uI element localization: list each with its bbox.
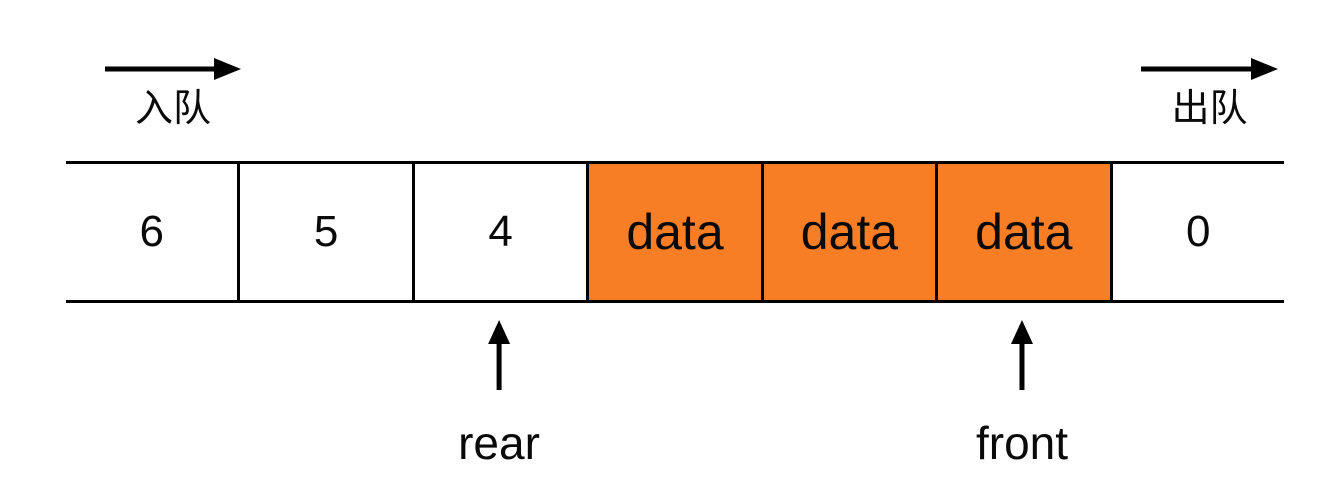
- queue-cell: 0: [1186, 207, 1211, 256]
- enqueue-label: 入队: [134, 88, 211, 130]
- front-label: front: [975, 417, 1069, 469]
- front-pointer: front: [976, 320, 1068, 469]
- queue-cell: 4: [415, 164, 590, 300]
- queue-cell: data: [589, 164, 764, 300]
- up-arrow-icon: [1010, 320, 1033, 390]
- queue-cell: 5: [240, 164, 415, 300]
- right-arrow-icon: [105, 58, 241, 80]
- rear-pointer: rear: [458, 320, 540, 469]
- right-arrow-icon: [1141, 58, 1278, 80]
- queue-cell: data: [763, 164, 939, 300]
- dequeue-label: 出队: [1171, 88, 1248, 130]
- queue-cell: 6: [66, 164, 241, 300]
- rear-label: rear: [458, 417, 540, 469]
- queue-cell: data: [938, 164, 1113, 300]
- dequeue-flow: 出队: [1141, 56, 1278, 128]
- up-arrow-icon: [488, 320, 510, 390]
- enqueue-flow: 入队: [105, 56, 241, 128]
